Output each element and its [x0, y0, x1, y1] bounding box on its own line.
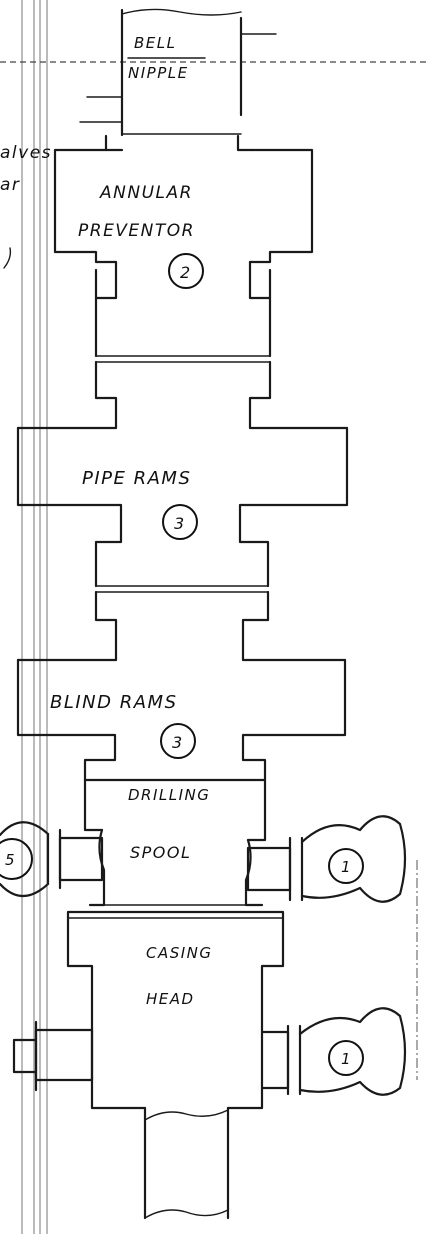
- pipe-rams: [16, 426, 349, 593]
- casing-right-valve-number-circle: [328, 1040, 364, 1076]
- annular-preventor: [53, 148, 314, 363]
- blind-rams-number: 3: [172, 733, 184, 752]
- blind-rams: [16, 658, 347, 782]
- drilling-spool-label-1: DRILLING: [128, 786, 210, 804]
- left-margin-curve: [3, 247, 12, 269]
- spool-left-valve-number: 5: [5, 851, 16, 869]
- blind-rams-number-circle: [160, 723, 196, 759]
- casing-head-label-2: HEAD: [146, 990, 195, 1008]
- spacer-flange-upper: [16, 360, 349, 430]
- spacer-flange-middle: [16, 590, 347, 662]
- bell-nipple-label-2: NIPPLE: [128, 64, 189, 82]
- drilling-spool-label-2: SPOOL: [130, 843, 191, 862]
- blind-rams-label: BLIND RAMS: [50, 692, 178, 713]
- casing-pipe: [143, 1106, 230, 1220]
- casing-head: [12, 910, 407, 1110]
- annular-label-1: ANNULAR: [99, 183, 193, 203]
- casing-right-valve-number: 1: [341, 1050, 352, 1068]
- pipe-rams-number: 3: [174, 514, 186, 533]
- left-margin-text-2: ar: [0, 175, 20, 195]
- annular-number: 2: [180, 263, 192, 282]
- annular-number-circle: [168, 253, 204, 289]
- left-vertical-rails: [21, 0, 48, 1234]
- annular-label-2: PREVENTOR: [78, 221, 195, 241]
- casing-head-label-1: CASING: [146, 944, 213, 962]
- bell-nipple-label-1: BELL: [134, 34, 176, 52]
- spool-right-valve-number-circle: [328, 848, 364, 884]
- drilling-spool: [0, 778, 407, 907]
- left-margin-text-1: alves: [0, 143, 52, 163]
- pipe-rams-number-circle: [162, 504, 198, 540]
- spool-right-valve-number: 1: [341, 858, 352, 876]
- bell-nipple: [79, 8, 277, 137]
- connector-bell-annular: [104, 134, 254, 152]
- spool-left-valve-number-circle: [0, 838, 33, 880]
- pipe-rams-label: PIPE RAMS: [82, 468, 191, 489]
